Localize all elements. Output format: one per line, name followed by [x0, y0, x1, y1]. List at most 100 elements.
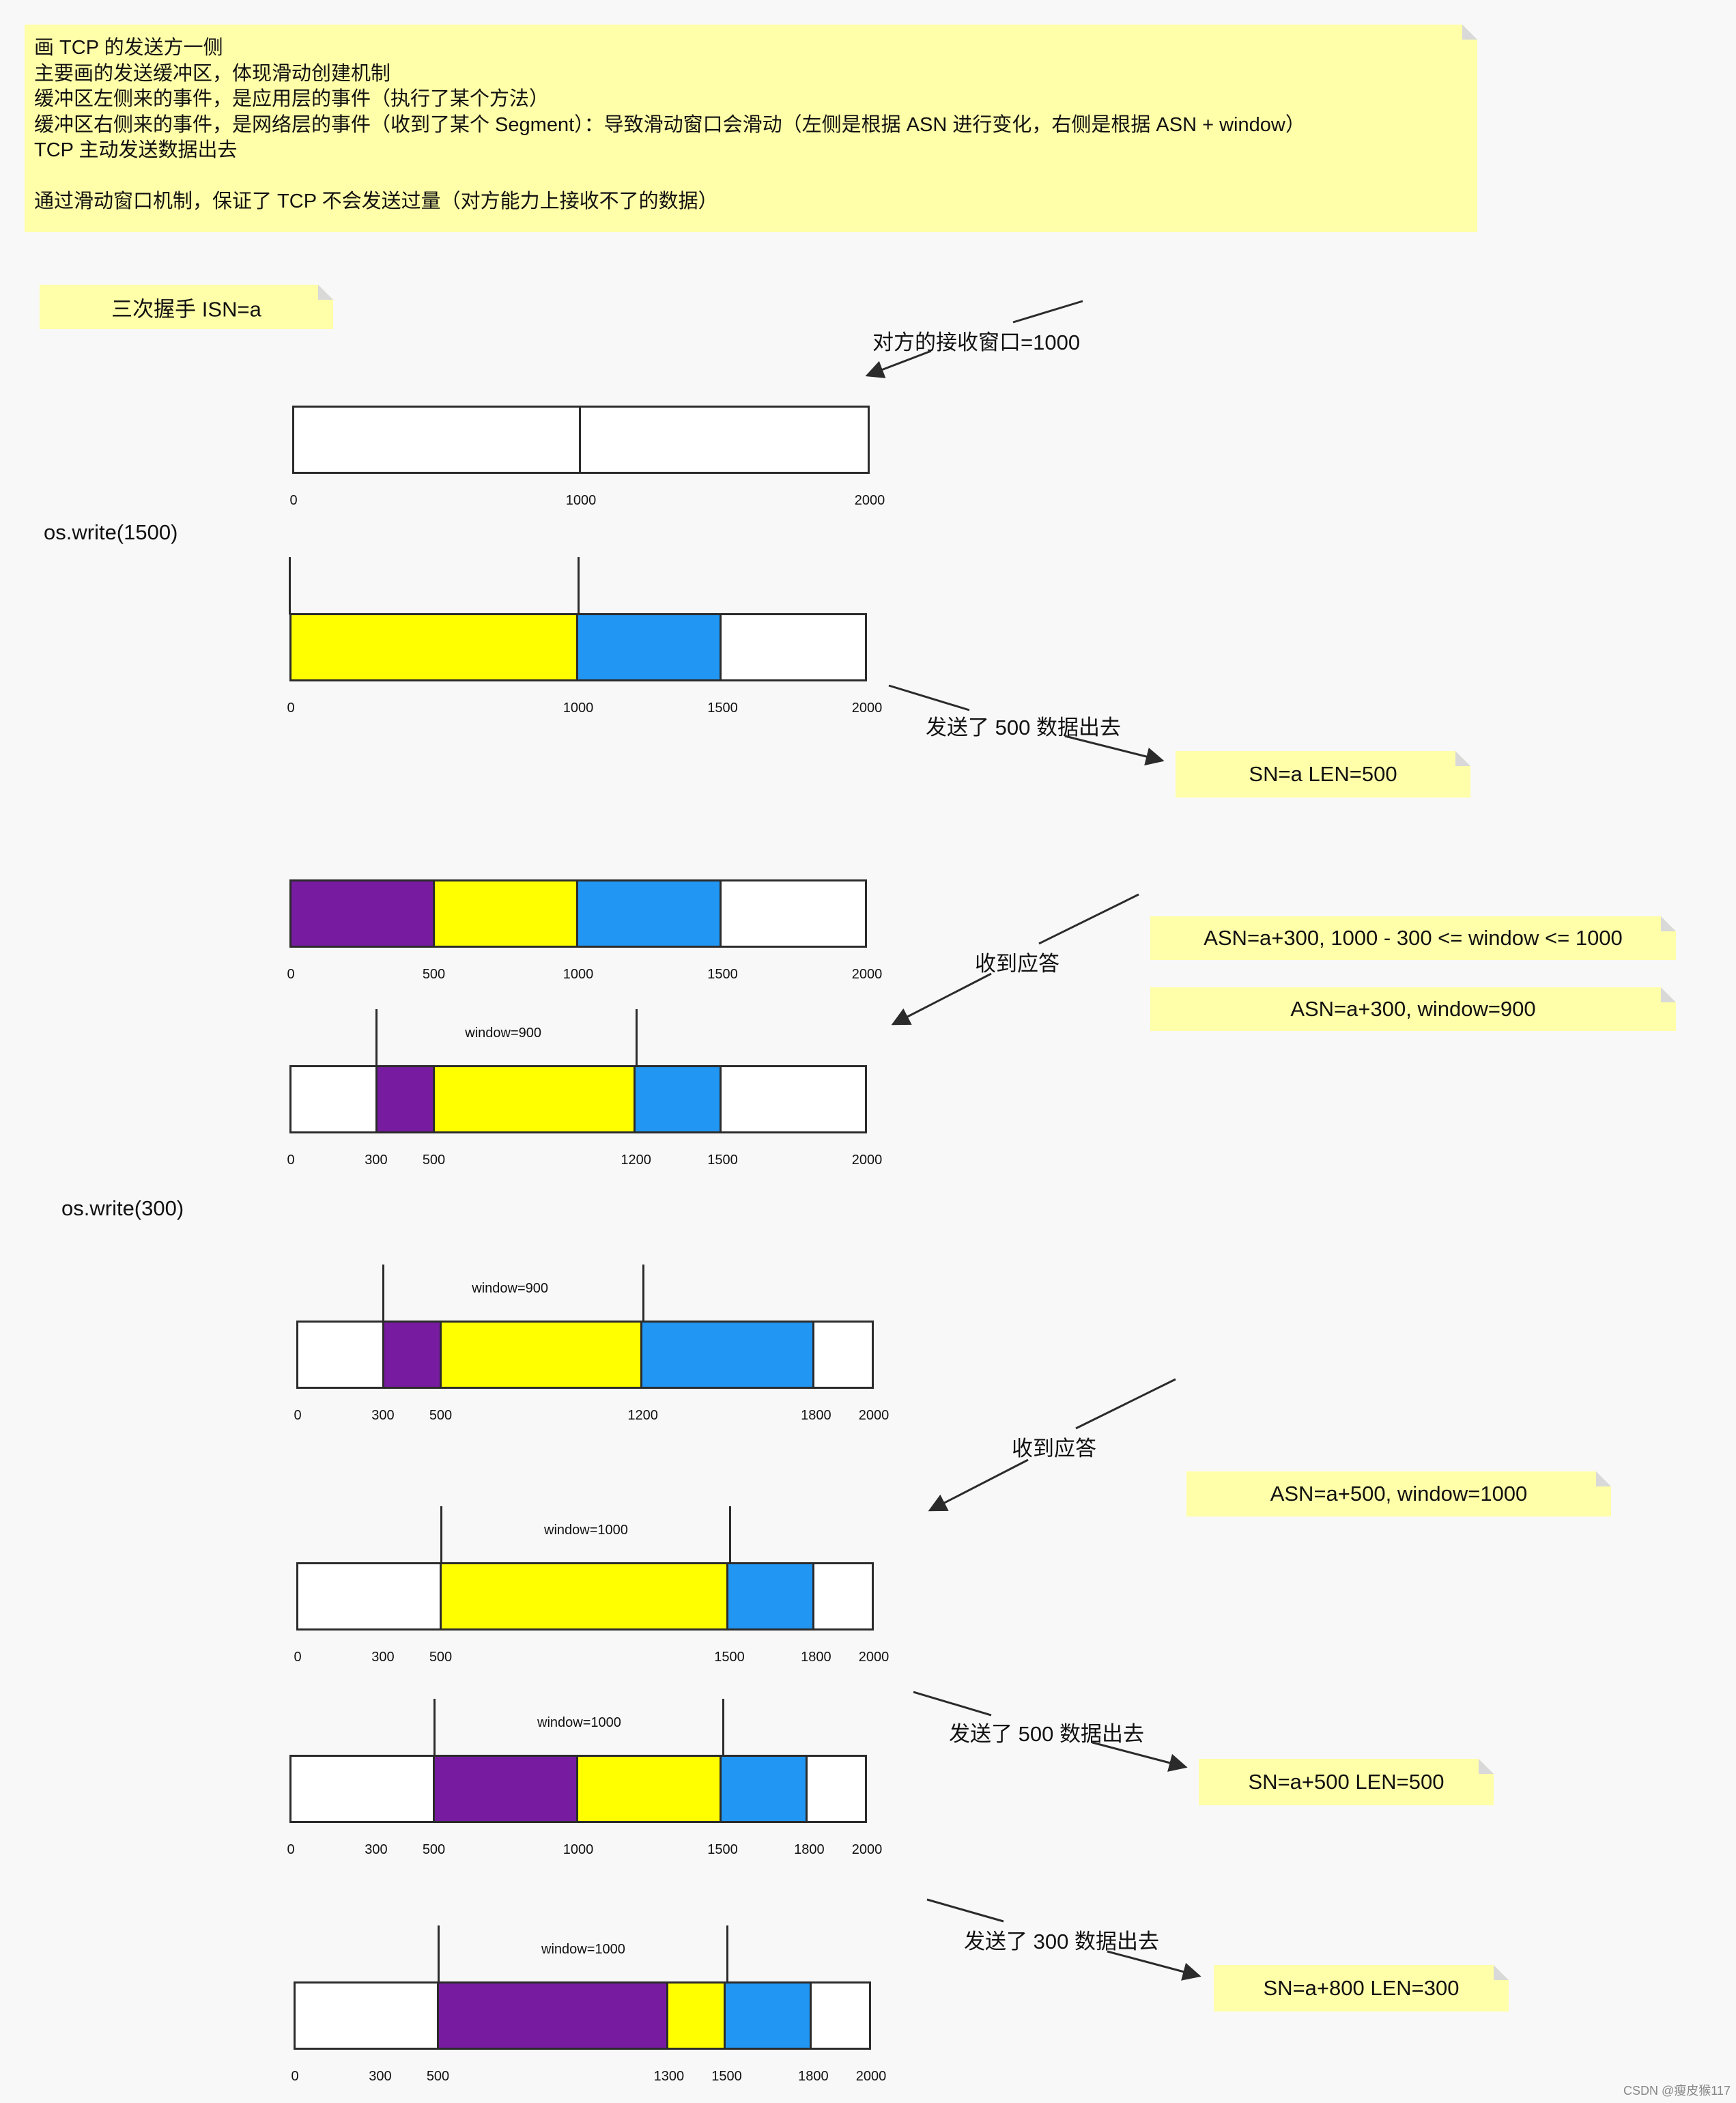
window-boundary-line	[437, 1925, 440, 1983]
axis-tick-label: 500	[429, 1408, 453, 1423]
note-fold-icon	[1494, 1965, 1509, 1980]
buffer-segment-empty	[722, 615, 865, 679]
note-fold-icon	[1661, 987, 1676, 1002]
buffer-segment-unsent	[291, 615, 578, 679]
note-sn2: SN=a+500 LEN=500	[1199, 1759, 1494, 1805]
label-sent500-a: 发送了 500 数据出去	[926, 716, 1121, 739]
label-write1: os.write(1500)	[44, 520, 178, 544]
arrow-sent500-a-top	[888, 684, 970, 711]
buffer-segment-unsent	[442, 1323, 642, 1387]
buffer-bar	[289, 1755, 867, 1823]
label-write2: os.write(300)	[61, 1196, 184, 1220]
arrow-sent500-b-top	[913, 1691, 992, 1717]
buffer-bar	[294, 1981, 871, 2050]
axis-tick-label: 1300	[653, 2069, 685, 2084]
note-asn1-text: ASN=a+300, window=900	[1290, 997, 1536, 1021]
note-sn1-text: SN=a LEN=500	[1249, 762, 1397, 786]
arrow-recv-window-top	[1012, 300, 1083, 324]
axis-tick-label: 1800	[794, 1842, 825, 1857]
axis-tick-label: 0	[287, 967, 295, 982]
note-sn1: SN=a LEN=500	[1176, 751, 1470, 798]
axis-tick-label: 2000	[855, 2069, 887, 2084]
buffer-segment-empty	[294, 408, 581, 472]
intro-note-line: 缓冲区左侧来的事件，是应用层的事件（执行了某个方法）	[34, 88, 550, 110]
axis-tick-label: 1500	[707, 1153, 738, 1168]
footer-watermark: CSDN @瘦皮猴117	[1623, 2084, 1731, 2098]
axis-tick-label: 0	[291, 2069, 299, 2084]
buffer-bar	[292, 406, 870, 474]
buffer-segment-empty	[298, 1323, 384, 1387]
buffer-segment-sent-unacked	[384, 1323, 442, 1387]
note-fold-icon	[1596, 1471, 1611, 1486]
axis-tick-label: 500	[429, 1650, 453, 1665]
note-asn-range: ASN=a+300, 1000 - 300 <= window <= 1000	[1150, 916, 1676, 960]
axis-tick-label: 0	[287, 1842, 295, 1857]
note-sn3: SN=a+800 LEN=300	[1214, 1965, 1509, 2012]
buffer-segment-empty	[812, 1984, 869, 2048]
arrow-sent300-top	[926, 1898, 1004, 1923]
axis-tick-label: 500	[422, 1842, 446, 1857]
note-asn1: ASN=a+300, window=900	[1150, 987, 1676, 1031]
buffer-segment-empty	[722, 881, 865, 946]
axis-tick-label: 300	[371, 1408, 395, 1423]
window-boundary-line	[382, 1265, 384, 1322]
buffer-segment-empty	[296, 1984, 439, 2048]
arrow-ack-b-bottom	[928, 1458, 1029, 1512]
buffer-segment-outside-window	[578, 615, 722, 679]
arrow-ack-a-top	[1038, 893, 1139, 945]
buffer-segment-outside-window	[726, 1984, 812, 2048]
buffer-segment-empty	[581, 408, 868, 472]
axis-tick-label: 1200	[621, 1153, 651, 1168]
axis-tick-label: 2000	[854, 493, 885, 508]
axis-tick-label: 1800	[801, 1650, 831, 1665]
window-boundary-line	[722, 1699, 724, 1756]
intro-note-text: 画 TCP 的发送方一侧主要画的发送缓冲区，体现滑动创建机制缓冲区左侧来的事件，…	[34, 36, 1305, 215]
window-size-label: window=900	[472, 1281, 548, 1296]
intro-note-line: 主要画的发送缓冲区，体现滑动创建机制	[34, 62, 391, 85]
axis-tick-label: 500	[422, 967, 446, 982]
arrow-recv-window-bottom	[865, 350, 932, 378]
axis-tick-label: 0	[289, 493, 298, 508]
intro-note-line: 画 TCP 的发送方一侧	[34, 37, 223, 59]
window-boundary-line	[433, 1699, 436, 1756]
axis-tick-label: 1500	[714, 1650, 745, 1665]
buffer-segment-empty	[722, 1067, 865, 1131]
buffer-bar	[296, 1562, 874, 1631]
buffer-segment-empty	[298, 1564, 442, 1628]
axis-tick-label: 2000	[851, 967, 883, 982]
buffer-segment-unsent	[442, 1564, 728, 1628]
arrow-sent500-a-bottom	[1064, 735, 1165, 766]
window-boundary-line	[726, 1925, 728, 1983]
axis-tick-label: 2000	[858, 1408, 890, 1423]
axis-tick-label: 2000	[851, 1153, 883, 1168]
buffer-bar	[289, 879, 867, 948]
window-boundary-line	[728, 1506, 731, 1564]
buffer-segment-unsent	[668, 1984, 726, 2048]
note-fold-icon	[1479, 1759, 1494, 1774]
axis-tick-label: 1000	[563, 701, 594, 716]
note-sn3-text: SN=a+800 LEN=300	[1263, 1976, 1460, 2000]
window-size-label: window=1000	[537, 1715, 621, 1730]
arrow-ack-a-bottom	[891, 972, 992, 1026]
axis-tick-label: 300	[369, 2069, 392, 2084]
buffer-segment-unsent	[578, 1757, 722, 1821]
buffer-segment-empty	[291, 1757, 435, 1821]
window-size-label: window=1000	[541, 1942, 625, 1957]
buffer-segment-unsent	[435, 881, 578, 946]
window-boundary-line	[375, 1009, 378, 1067]
buffer-segment-outside-window	[642, 1323, 814, 1387]
buffer-segment-outside-window	[578, 881, 722, 946]
axis-tick-label: 1000	[565, 493, 597, 508]
window-boundary-line	[440, 1506, 442, 1564]
window-boundary-line	[578, 557, 580, 615]
axis-tick-label: 0	[294, 1408, 302, 1423]
axis-tick-label: 1500	[707, 967, 738, 982]
note-asn2: ASN=a+500, window=1000	[1186, 1471, 1611, 1516]
window-boundary-line	[289, 557, 291, 615]
buffer-segment-sent-unacked	[439, 1984, 668, 2048]
intro-note: 画 TCP 的发送方一侧主要画的发送缓冲区，体现滑动创建机制缓冲区左侧来的事件，…	[25, 25, 1477, 232]
note-handshake: 三次握手 ISN=a	[40, 285, 333, 329]
buffer-bar	[296, 1321, 874, 1389]
arrow-sent500-b-bottom	[1092, 1741, 1188, 1772]
